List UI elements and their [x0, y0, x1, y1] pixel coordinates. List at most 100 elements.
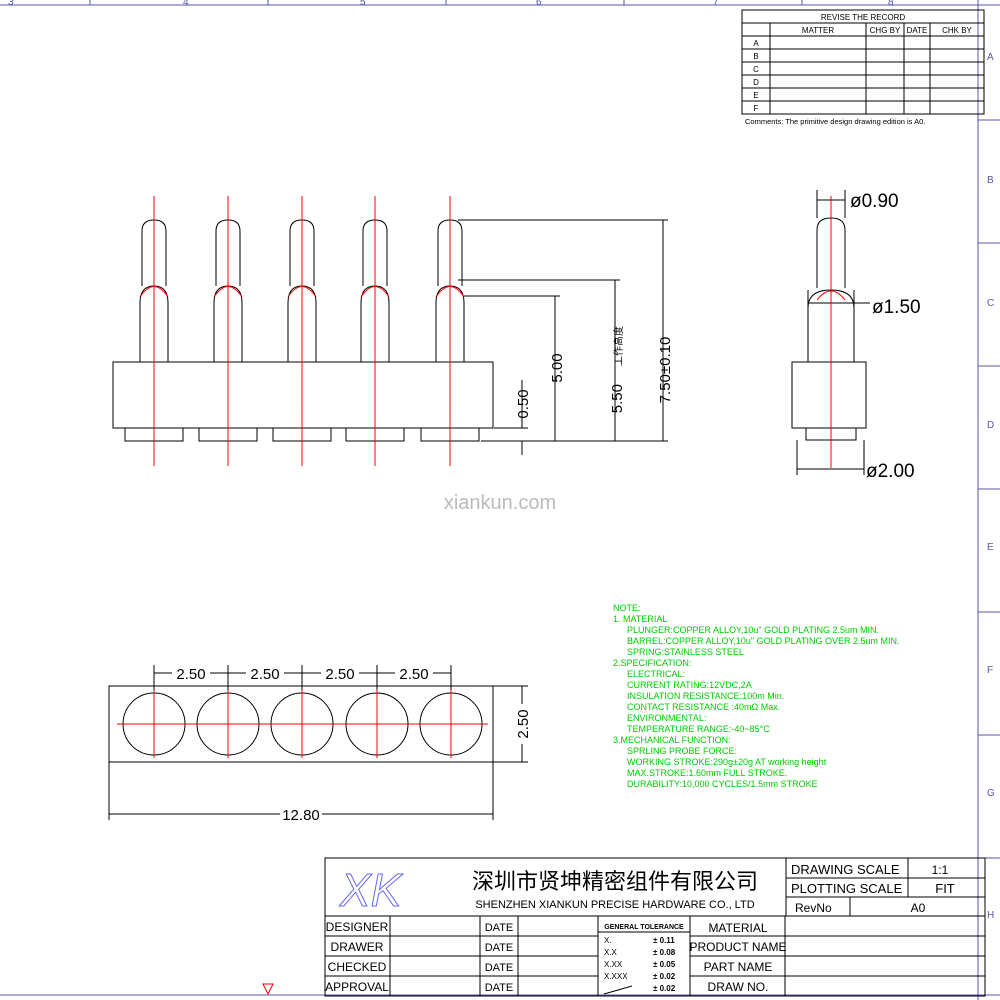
header-chg-by: CHG BY	[870, 26, 901, 35]
height-dimensions	[458, 219, 668, 455]
tolerance-format: X.XXX	[604, 972, 628, 981]
dim-tip-diameter: ø0.90	[850, 191, 899, 212]
revision-table-text: REVISE THE RECORD MATTER CHG BY DATE CHK…	[745, 13, 973, 126]
field-material: MATERIAL	[708, 921, 767, 935]
note-line: CONTACT RESISTANCE :40mΩ Max.	[627, 702, 780, 712]
side-view-labels: ø0.90 ø1.50 ø2.00	[850, 191, 921, 482]
note-line: TEMPERATURE RANGE:-40~85°C	[627, 724, 770, 734]
tolerance-value: ± 0.08	[653, 948, 676, 957]
top-view	[108, 665, 528, 820]
watermark: xiankun.com	[444, 492, 556, 514]
connector-housing	[112, 361, 494, 429]
right-letter: A	[987, 52, 994, 63]
revision-table	[741, 9, 985, 115]
dim-pitch: 2.50	[250, 666, 279, 683]
note-line: BARREL:COPPER ALLOY,10u" GOLD PLATING OV…	[627, 636, 899, 646]
label-bg	[513, 704, 531, 744]
dim-barrel-diameter: ø1.50	[872, 297, 921, 318]
date-label: DATE	[485, 942, 514, 954]
revision-row-label: A	[753, 39, 759, 48]
tolerance-value: ± 0.05	[653, 960, 676, 969]
revision-table-title: REVISE THE RECORD	[821, 13, 906, 22]
right-letter: E	[987, 542, 994, 553]
note-line: PLUNGER:COPPER ALLOY,10u" GOLD PLATING 2…	[627, 625, 879, 635]
top-number: 7	[713, 0, 719, 8]
dim-height-5-50: 5.50	[609, 384, 626, 413]
tolerance-format: X.	[604, 936, 612, 945]
right-letter: B	[987, 175, 994, 186]
drawing-scale-label: DRAWING SCALE	[791, 862, 900, 877]
note-line: SPRING:STAINLESS STEEL	[627, 647, 744, 657]
right-letter: D	[987, 420, 994, 431]
header-matter: MATTER	[802, 26, 835, 35]
note-line: 3.MECHANICAL FUNCTION:	[613, 735, 731, 745]
tolerance-value: ± 0.02	[653, 984, 676, 993]
revno-value: A0	[911, 901, 926, 915]
dim-working-height-note: 工作高度	[612, 326, 625, 366]
notes-block: NOTE: 1. MATERIAL PLUNGER:COPPER ALLOY,1…	[613, 603, 899, 789]
header-chk-by: CHK BY	[942, 26, 972, 35]
side-view	[791, 190, 870, 475]
dim-length: 12.80	[282, 807, 320, 824]
company-name-en: SHENZHEN XIANKUN PRECISE HARDWARE CO., L…	[475, 899, 754, 911]
label-bg	[395, 664, 433, 680]
side-housing	[791, 361, 867, 429]
role-drawer: DRAWER	[331, 940, 384, 954]
tolerance-value: ± 0.11	[653, 936, 675, 945]
date-label: DATE	[485, 982, 514, 994]
revision-row-label: C	[753, 65, 759, 74]
title-block-frame	[324, 857, 986, 997]
bottom-marker	[262, 983, 274, 996]
note-line: CURRENT RATING:12VDC,2A	[627, 680, 752, 690]
dim-pitch: 2.50	[399, 666, 428, 683]
side-arc	[816, 290, 846, 301]
front-view-centerlines	[153, 196, 451, 466]
role-designer: DESIGNER	[326, 920, 389, 934]
front-view	[112, 219, 494, 442]
height-dimension-labels: 0.50 5.00 5.50 工作高度 7.50±0.10	[515, 326, 674, 419]
general-tolerance-header: GENERAL TOLERANCE	[604, 924, 684, 931]
field-part-name: PART NAME	[704, 960, 773, 974]
label-bg	[172, 664, 210, 680]
tolerance-slash	[603, 985, 633, 995]
bottom-marker-arrow	[262, 983, 274, 996]
date-label: DATE	[485, 962, 514, 974]
right-letter: C	[987, 298, 994, 309]
revision-row-label: D	[753, 78, 759, 87]
field-draw-no: DRAW NO.	[708, 980, 769, 994]
note-line: MAX.STROKE:1.60mm FULL STROKE.	[627, 768, 787, 778]
date-label: DATE	[485, 922, 514, 934]
role-approval: APPROVAL	[325, 980, 389, 994]
top-number: 6	[536, 0, 542, 8]
right-letter: H	[987, 910, 994, 921]
dim-base-diameter: ø2.00	[866, 461, 915, 482]
top-number: 3	[8, 0, 14, 8]
role-checked: CHECKED	[328, 960, 387, 974]
field-product-name: PRODUCT NAME	[689, 940, 786, 954]
dim-width: 2.50	[515, 709, 532, 738]
dim-pitch: 2.50	[176, 666, 205, 683]
revision-row-label: F	[754, 104, 759, 113]
revision-row-label: B	[753, 52, 758, 61]
company-name-cn: 深圳市贤坤精密组件有限公司	[472, 869, 758, 894]
top-view-body	[108, 685, 494, 763]
tolerance-value: ± 0.02	[653, 972, 676, 981]
label-bg	[246, 664, 284, 680]
top-number: 5	[360, 0, 366, 8]
side-view-red	[816, 196, 846, 468]
top-view-centerlines	[117, 690, 488, 758]
revno-label: RevNo	[795, 901, 832, 915]
top-number: 8	[888, 0, 894, 8]
top-view-labels: 2.50 2.50 2.50 2.50 2.50 12.80	[172, 664, 532, 824]
note-line: INSULATION RESISTANCE:100m Min.	[627, 691, 784, 701]
right-letter: F	[987, 665, 993, 676]
note-line: ENVIRONMENTAL:	[627, 713, 706, 723]
note-line: ELECTRICAL:	[627, 669, 685, 679]
tolerance-format: X.XX	[604, 960, 623, 969]
xk-logo: XK	[339, 864, 404, 916]
plotting-scale-label: PLOTTING SCALE	[791, 881, 903, 896]
right-letter: G	[987, 788, 995, 799]
note-line: WORKING STROKE:290g±20g AT working heigh…	[627, 757, 827, 767]
